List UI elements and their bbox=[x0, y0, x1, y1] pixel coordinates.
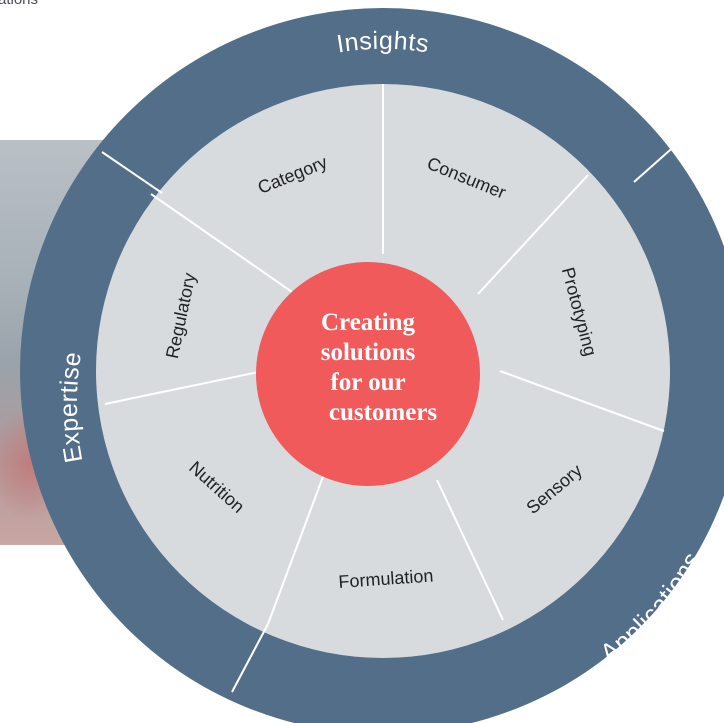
center-line-2: solutions bbox=[321, 339, 416, 366]
divider-nutrition-regulatory bbox=[104, 369, 269, 405]
divider-formulation-nutrition bbox=[267, 457, 331, 625]
divider-consumer-prototyping bbox=[477, 174, 589, 295]
center-line-1: Creating bbox=[321, 309, 415, 336]
divider-regulatory-category bbox=[150, 193, 293, 293]
divider-prototyping-sensory bbox=[499, 370, 665, 432]
ring-label-insights: Insights bbox=[335, 27, 431, 59]
ring-divider-insights-applications bbox=[633, 142, 679, 183]
divider-sensory-formulation bbox=[436, 479, 504, 621]
center-title: Creating solutions for our customers bbox=[321, 309, 438, 426]
center-line-3: for our bbox=[330, 369, 405, 396]
segment-dividers bbox=[104, 84, 665, 625]
center-circle bbox=[256, 262, 480, 486]
center-line-4: customers bbox=[329, 399, 438, 426]
ring-divider-expertise-insights bbox=[101, 151, 163, 194]
ring-divider-applications-expertise bbox=[231, 623, 269, 693]
ring-dividers bbox=[101, 142, 679, 693]
header-text-fragment: ations bbox=[0, 0, 38, 8]
ring-label-expertise: Expertise bbox=[55, 350, 89, 465]
